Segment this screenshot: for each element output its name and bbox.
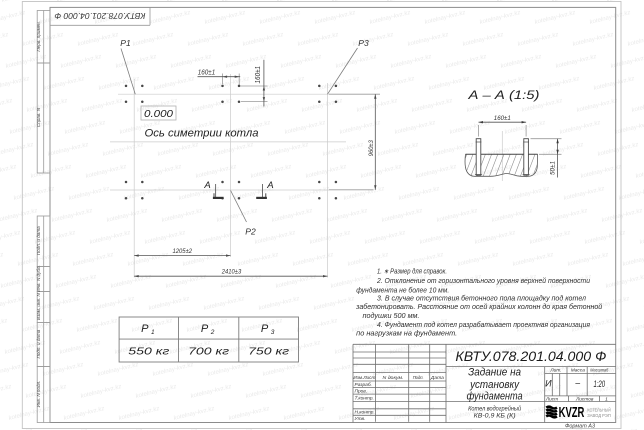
svg-text:Масштаб: Масштаб [590, 368, 608, 374]
svg-text:Дата: Дата [430, 375, 445, 380]
svg-text:Листов: Листов [575, 396, 594, 402]
svg-text:Ось симетрии котла: Ось симетрии котла [145, 127, 259, 139]
svg-text:Утв.: Утв. [355, 416, 366, 422]
svg-text:КВТУ.078.201.04.000 Ф: КВТУ.078.201.04.000 Ф [455, 348, 606, 364]
svg-text:А: А [203, 180, 210, 191]
svg-text:Задание на: Задание на [468, 367, 521, 379]
svg-text:фундамента не более 10 мм.: фундамента не более 10 мм. [356, 286, 449, 294]
svg-text:0.000: 0.000 [144, 108, 173, 120]
svg-text:Масса: Масса [571, 368, 586, 374]
svg-text:1: 1 [605, 396, 608, 402]
svg-text:3. В случае отсутствия бетонно: 3. В случае отсутствия бетонного пола пл… [377, 294, 586, 302]
svg-text:Т.контр.: Т.контр. [355, 395, 374, 401]
svg-text:Изм.Лист: Изм.Лист [353, 375, 375, 380]
svg-text:установку: установку [469, 379, 520, 391]
svg-text:160±1: 160±1 [198, 69, 216, 76]
svg-text:550 кг: 550 кг [128, 346, 169, 358]
svg-text:50±1: 50±1 [550, 161, 557, 175]
svg-text:подушки 500 мм.: подушки 500 мм. [363, 312, 420, 320]
svg-text:Котел водогрейный: Котел водогрейный [468, 405, 521, 413]
svg-text:И: И [545, 378, 552, 388]
svg-text:160±1: 160±1 [255, 66, 262, 84]
svg-text:Подп. и дата: Подп. и дата [36, 226, 41, 255]
svg-text:Инв. N подл.: Инв. N подл. [36, 381, 41, 408]
svg-text:1: 1 [151, 329, 155, 336]
svg-text:Н.контр.: Н.контр. [355, 410, 375, 416]
svg-text:–: – [574, 378, 580, 388]
svg-text:КВ-0,9 КБ (К): КВ-0,9 КБ (К) [474, 413, 516, 420]
svg-text:P2: P2 [245, 227, 256, 237]
svg-text:P: P [141, 323, 149, 335]
svg-text:700 кг: 700 кг [188, 346, 229, 358]
svg-text:Пров.: Пров. [355, 389, 368, 395]
svg-text:Формат А3: Формат А3 [565, 423, 595, 429]
svg-text:750 кг: 750 кг [248, 346, 289, 358]
svg-text:2410±3: 2410±3 [221, 268, 242, 275]
svg-text:Подп.: Подп. [413, 375, 424, 380]
svg-text:P: P [201, 323, 209, 335]
svg-text:КОТЕЛЬНЫЙ: КОТЕЛЬНЫЙ [587, 407, 611, 412]
svg-text:А – А (1:5): А – А (1:5) [467, 88, 539, 102]
svg-text:2. Отклонение от горизонтально: 2. Отклонение от горизонтального уровня … [376, 277, 590, 285]
svg-text:1. ∗ Размер для справок.: 1. ∗ Размер для справок. [377, 267, 447, 275]
svg-text:960±3: 960±3 [368, 140, 375, 156]
svg-text:Лист: Лист [545, 396, 558, 402]
svg-text:KVZR: KVZR [559, 404, 585, 421]
svg-text:2: 2 [210, 329, 215, 336]
svg-text:забетонировать. Расстояние от: забетонировать. Расстояние от осей крайн… [355, 303, 602, 311]
svg-text:1:20: 1:20 [594, 379, 606, 389]
svg-text:Справ. N: Справ. N [36, 107, 41, 127]
svg-text:P1: P1 [120, 38, 131, 48]
svg-text:Перв. примен.: Перв. примен. [36, 21, 41, 52]
svg-text:Взам. инв. N: Взам. инв. N [36, 293, 41, 320]
svg-text:160±1: 160±1 [494, 115, 511, 122]
svg-text:А: А [266, 180, 273, 191]
svg-text:3: 3 [271, 329, 275, 336]
svg-text:4. Фундамент под котел разраба: 4. Фундамент под котел разрабатывает про… [377, 321, 590, 329]
svg-text:фундамента: фундамента [467, 391, 523, 403]
svg-text:Подп. и дата: Подп. и дата [36, 329, 41, 358]
svg-text:1205±2: 1205±2 [173, 248, 193, 255]
svg-text:Инв. N дубл.: Инв. N дубл. [36, 265, 41, 292]
svg-text:Лит.: Лит. [549, 368, 561, 374]
svg-text:КВТУ.078.201.04.000 Ф: КВТУ.078.201.04.000 Ф [54, 11, 145, 21]
svg-text:P: P [261, 323, 269, 335]
svg-text:N докум.: N докум. [383, 375, 404, 380]
svg-text:P3: P3 [358, 38, 369, 48]
svg-text:по нагрузкам на фундамент.: по нагрузкам на фундамент. [356, 330, 457, 338]
svg-text:Разраб.: Разраб. [355, 382, 372, 388]
svg-text:ЗАВОД РЭП: ЗАВОД РЭП [587, 413, 611, 418]
